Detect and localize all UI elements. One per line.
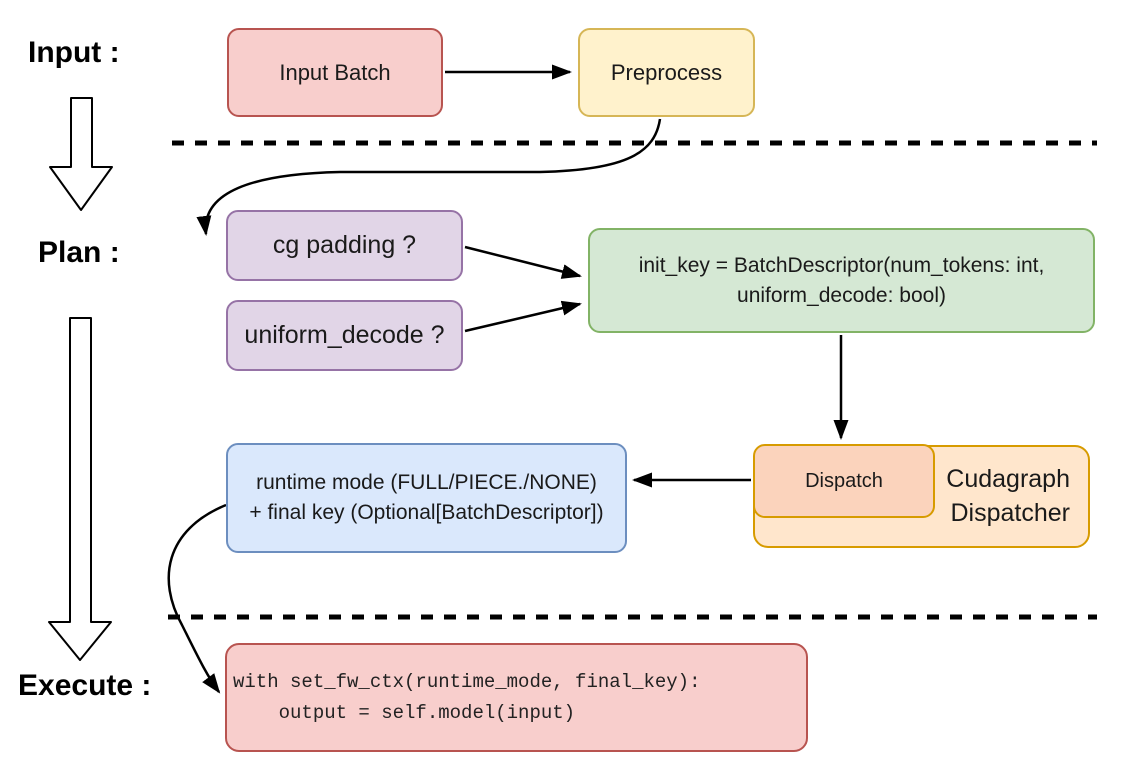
- node-execute-code-line2: output = self.model(input): [233, 701, 576, 724]
- node-runtime-mode-line1: runtime mode (FULL/PIECE./NONE): [256, 470, 597, 494]
- node-input-batch: Input Batch: [227, 28, 443, 117]
- node-init-key: init_key = BatchDescriptor(num_tokens: i…: [588, 228, 1095, 333]
- node-runtime-mode: runtime mode (FULL/PIECE./NONE) + final …: [226, 443, 627, 553]
- node-cudagraph-dispatcher-line1: Cudagraph: [946, 464, 1070, 493]
- hollow-arrow-input-to-plan: [49, 97, 113, 211]
- node-dispatch-label: Dispatch: [805, 469, 883, 492]
- hollow-arrow-plan-to-execute: [48, 317, 112, 661]
- node-cg-padding: cg padding ?: [226, 210, 463, 281]
- node-input-batch-label: Input Batch: [279, 59, 391, 85]
- node-cg-padding-label: cg padding ?: [272, 231, 417, 259]
- edge-cgpadding-initkey: [464, 245, 582, 279]
- phase-label-plan: Plan :: [38, 236, 120, 269]
- node-init-key-line1: init_key = BatchDescriptor(num_tokens: i…: [638, 254, 1045, 278]
- phase-label-execute: Execute :: [18, 669, 152, 702]
- node-uniform-decode-label: uniform_decode ?: [244, 321, 445, 349]
- node-dispatch: Dispatch: [753, 444, 935, 518]
- edge-preprocess-cgpadding: [196, 118, 662, 236]
- node-cudagraph-dispatcher-line2: Dispatcher: [950, 498, 1071, 527]
- node-uniform-decode: uniform_decode ?: [226, 300, 463, 371]
- edge-uniformdecode-initkey: [464, 300, 582, 333]
- phase-label-input: Input :: [28, 36, 120, 69]
- node-execute-code-line1: with set_fw_ctx(runtime_mode, final_key)…: [233, 671, 701, 694]
- node-preprocess: Preprocess: [578, 28, 755, 117]
- node-init-key-line2: uniform_decode: bool): [737, 283, 946, 307]
- node-runtime-mode-line2: + final key (Optional[BatchDescriptor]): [249, 501, 604, 524]
- node-execute-code: with set_fw_ctx(runtime_mode, final_key)…: [225, 643, 808, 752]
- edge-runtimemode-executecode: [167, 503, 227, 694]
- node-preprocess-label: Preprocess: [610, 59, 723, 85]
